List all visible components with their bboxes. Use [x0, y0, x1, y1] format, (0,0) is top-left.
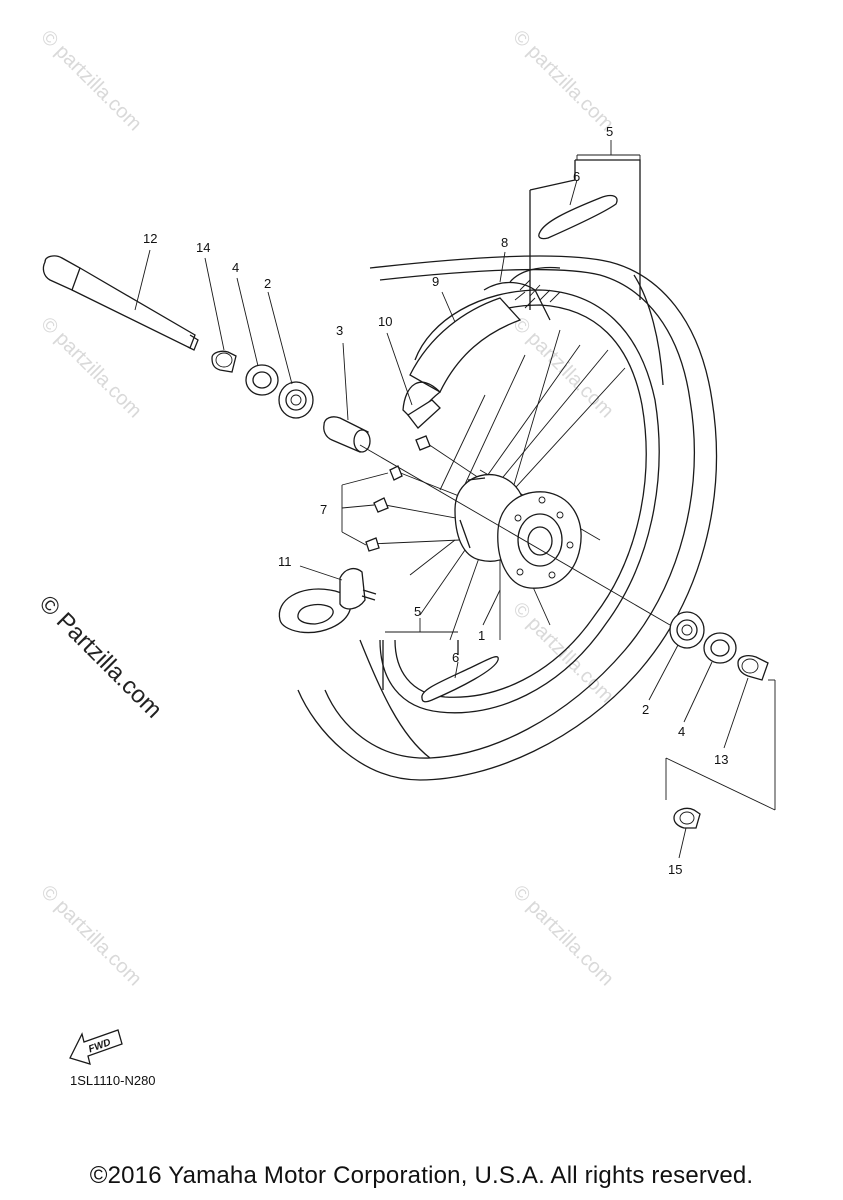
callout-3: 3 [336, 323, 343, 338]
part-4-seal-right [703, 632, 737, 664]
part-3-spacer [323, 416, 371, 453]
callouts: 12 14 4 2 3 10 9 8 5 6 7 11 5 6 1 2 4 13… [143, 124, 728, 877]
part-5-6-lower [382, 640, 499, 703]
rim-tape [402, 281, 551, 429]
callout-13: 13 [714, 752, 728, 767]
part-13-collar [737, 655, 769, 681]
callout-2: 2 [264, 276, 271, 291]
watermark-faint: © partzilla.com [36, 881, 145, 990]
diagram-code: 1SL1110-N280 [70, 1073, 156, 1088]
watermark-faint: © partzilla.com [36, 313, 145, 422]
watermark-faint: © partzilla.com [508, 26, 617, 135]
callout-5: 5 [414, 604, 421, 619]
watermark-faint: © partzilla.com [508, 881, 617, 990]
callout-11: 11 [278, 554, 292, 569]
callout-2: 2 [642, 702, 649, 717]
callout-8: 8 [501, 235, 508, 250]
tube-valve [278, 567, 377, 634]
part-15-nut [673, 807, 701, 829]
rim [379, 289, 660, 714]
callout-12: 12 [143, 231, 157, 246]
part-2-bearing-left [278, 381, 314, 419]
callout-9: 9 [432, 274, 439, 289]
callout-4: 4 [678, 724, 685, 739]
part-14-bushing [211, 350, 237, 373]
callout-6: 6 [573, 169, 580, 184]
part-4-seal-left [245, 364, 279, 396]
part-2-bearing-right [669, 611, 705, 649]
callout-6: 6 [452, 650, 459, 665]
callout-15: 15 [668, 862, 682, 877]
watermark-faint: © partzilla.com [36, 26, 145, 135]
watermark-main: © Partzilla.com [34, 590, 167, 723]
hub [454, 473, 582, 589]
watermark-faint: © partzilla.com [508, 313, 617, 422]
callout-5: 5 [606, 124, 613, 139]
callout-1: 1 [478, 628, 485, 643]
callout-4: 4 [232, 260, 239, 275]
callout-7: 7 [320, 502, 327, 517]
part-8-rim-band [509, 266, 561, 309]
callout-14: 14 [196, 240, 210, 255]
callout-10: 10 [378, 314, 392, 329]
fwd-arrow: FWD [69, 1029, 123, 1065]
spoke-nipples [365, 435, 431, 552]
copyright-text: ©2016 Yamaha Motor Corporation, U.S.A. A… [89, 1162, 754, 1189]
leader-lines [134, 140, 776, 859]
axle-centerline [359, 444, 671, 626]
part-5-6-weight-group [529, 159, 641, 310]
tire [297, 255, 718, 781]
